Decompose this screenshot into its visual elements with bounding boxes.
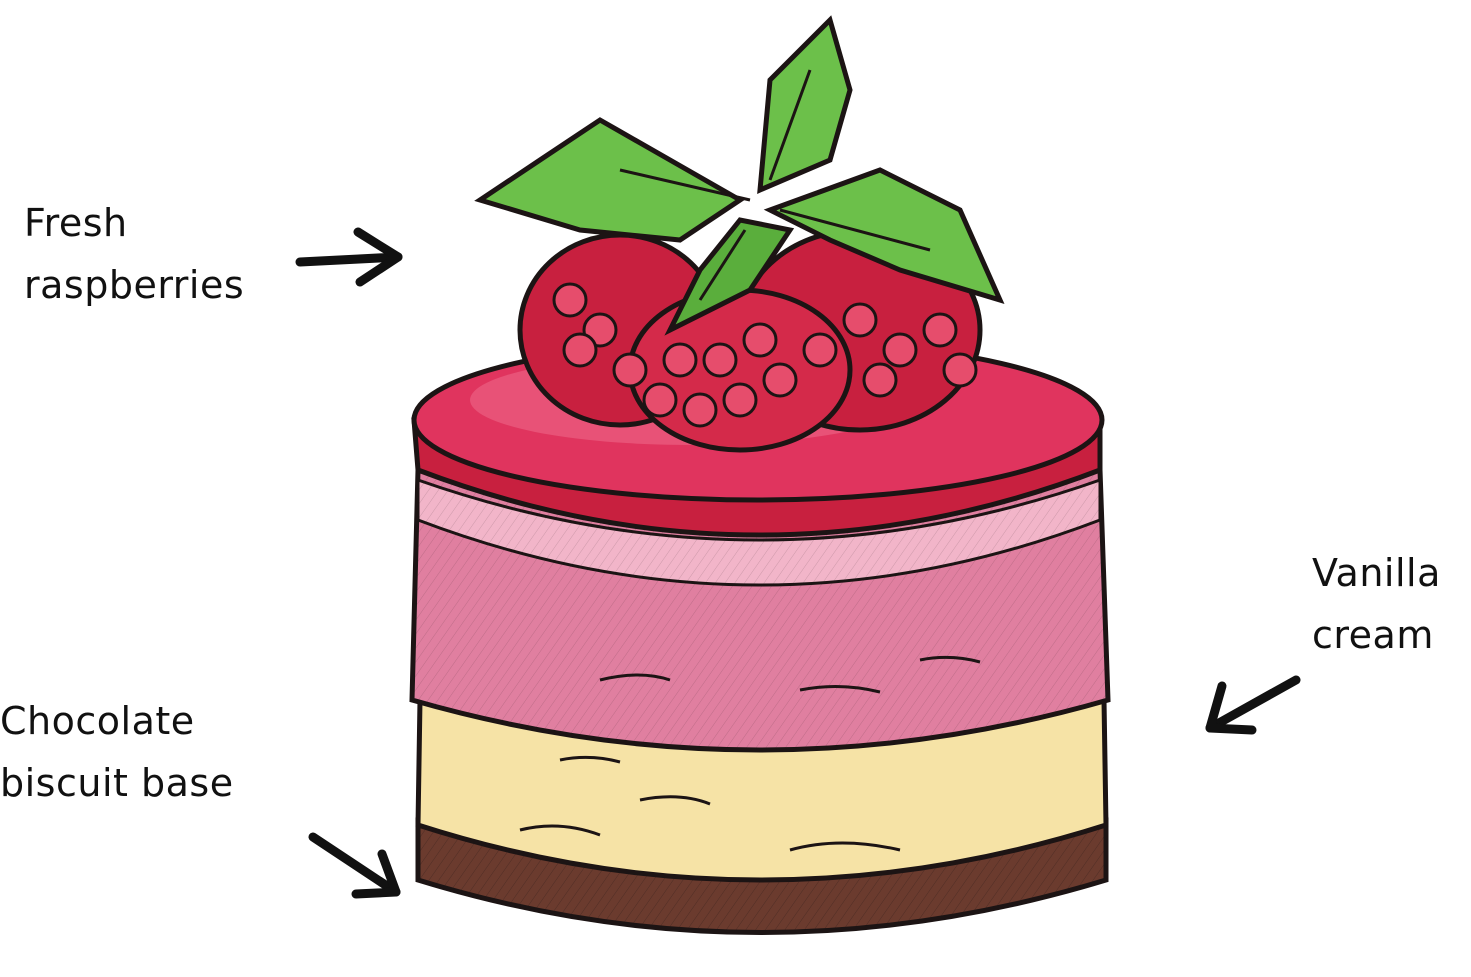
label-line: Fresh (24, 192, 244, 254)
label-line: biscuit base (0, 752, 234, 814)
label-line: raspberries (24, 254, 244, 316)
label-fresh-raspberries: Fresh raspberries (24, 192, 244, 316)
label-vanilla-cream: Vanilla cream (1312, 542, 1441, 666)
label-line: cream (1312, 604, 1441, 666)
label-line: Vanilla (1312, 542, 1441, 604)
label-chocolate-biscuit-base: Chocolate biscuit base (0, 690, 234, 814)
arrow-raspberries-icon (300, 232, 398, 282)
arrow-chocolate-icon (313, 837, 396, 894)
arrow-vanilla-icon (1210, 680, 1296, 730)
label-line: Chocolate (0, 690, 234, 752)
